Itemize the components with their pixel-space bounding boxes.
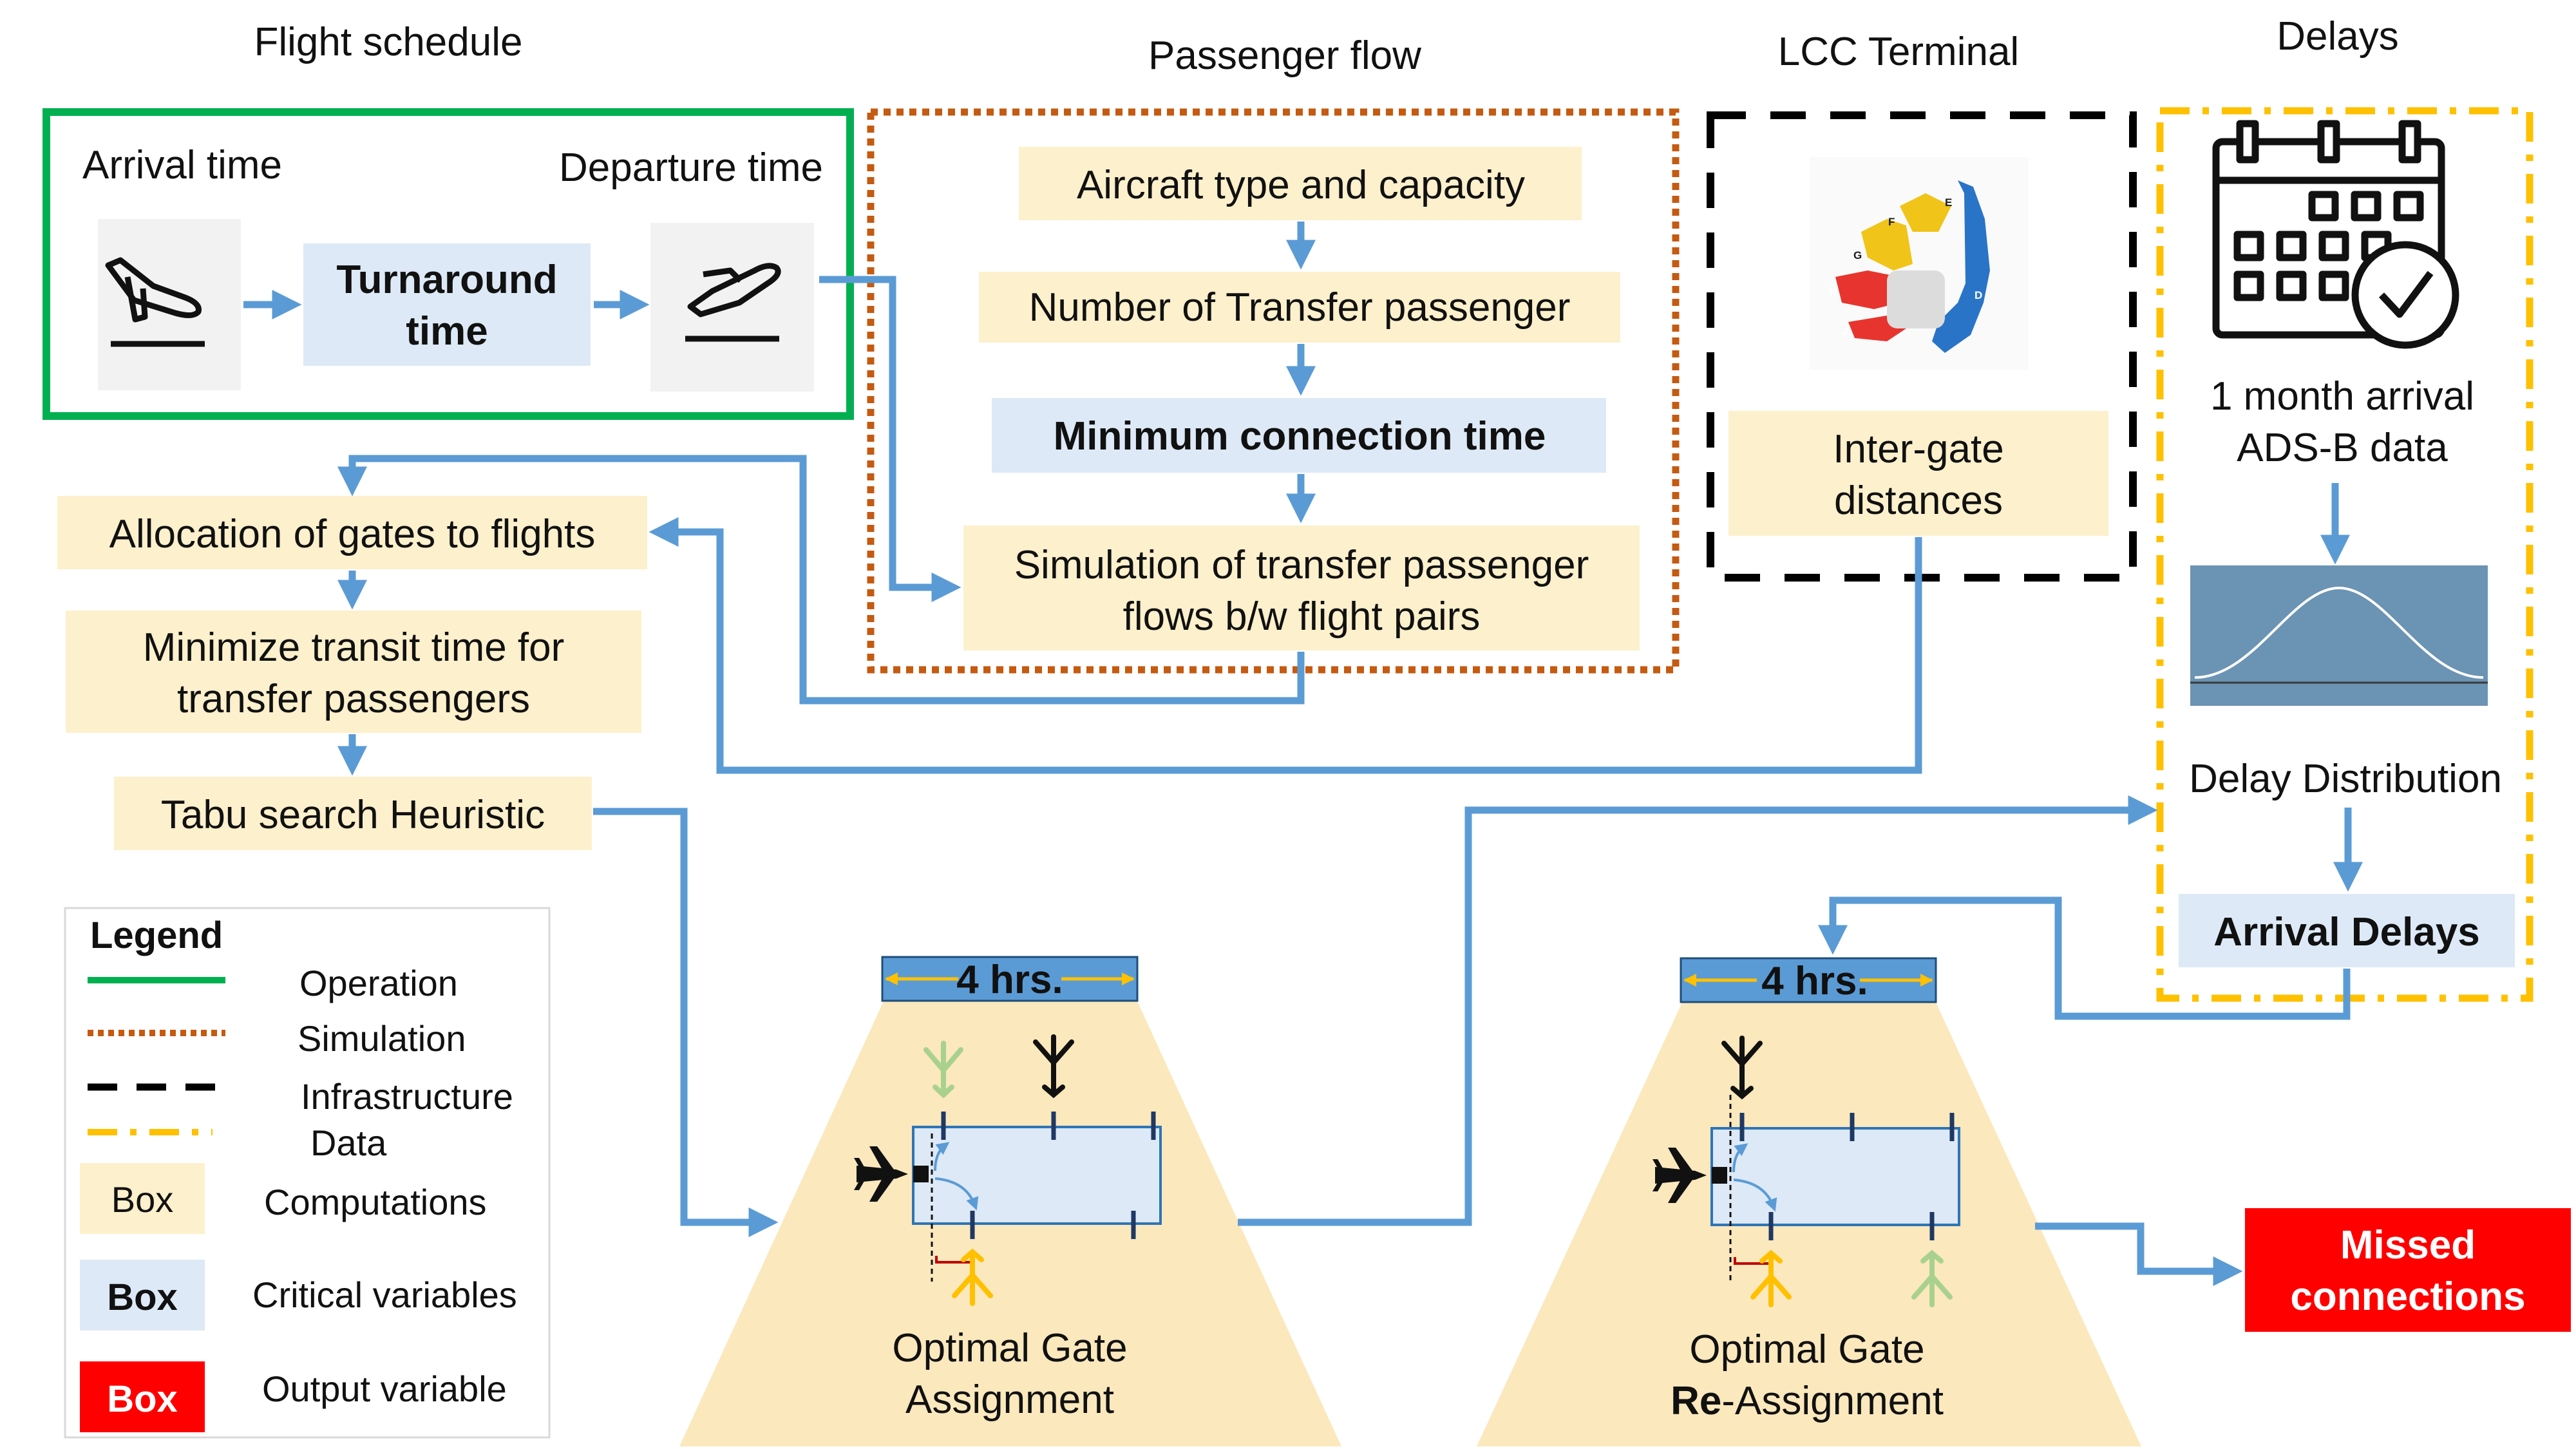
- legend-output-label: Output variable: [262, 1368, 507, 1409]
- missed-connections-box: [2245, 1208, 2571, 1332]
- arriving-aircraft-icon-2: [1653, 1148, 1707, 1203]
- assignment-title-line2: Assignment: [905, 1378, 1114, 1422]
- arrow-distances-to-allocation: [649, 516, 1922, 774]
- reassignment-title-line2: Re-Assignment: [1671, 1379, 1944, 1423]
- missed-connections-line2: connections: [2290, 1274, 2525, 1319]
- passenger-flow-frame: [867, 108, 1680, 674]
- legend-data-label: Data: [310, 1122, 387, 1163]
- delay-distribution-label: Delay Distribution: [2189, 757, 2502, 801]
- header-lcc-terminal: LCC Terminal: [1778, 30, 2019, 74]
- legend-computations-box-word: Box: [111, 1179, 174, 1220]
- legend-computations-label: Computations: [264, 1182, 487, 1222]
- optimal-gate-assignment-panel: 4 hrs.: [679, 956, 1341, 1446]
- parked-aircraft-icon-black-2: [1721, 1036, 1763, 1100]
- arrival-delays-label: Arrival Delays: [2213, 910, 2480, 954]
- flight-schedule-frame: [43, 108, 854, 420]
- legend-simulation-label: Simulation: [298, 1018, 466, 1059]
- arrow-departure-to-simulation: [819, 276, 961, 603]
- turnaround-line2: time: [406, 309, 488, 354]
- turnaround-time-box: [303, 243, 591, 366]
- reassignment-title-line1: Optimal Gate: [1689, 1327, 1924, 1372]
- transfer-passenger-label: Number of Transfer passenger: [1029, 285, 1571, 330]
- delay-distribution-chart: [2190, 565, 2488, 706]
- parked-aircraft-icon-black: [1033, 1034, 1074, 1099]
- tabu-search-box: [114, 777, 592, 850]
- allocation-label: Allocation of gates to flights: [109, 512, 596, 556]
- header-flight-schedule: Flight schedule: [254, 20, 522, 64]
- reassignment-title-rest: -Assignment: [1721, 1379, 1944, 1423]
- reassignment-title-bold: Re: [1671, 1379, 1721, 1423]
- map-label-g: G: [1853, 249, 1862, 261]
- legend-output-box-word: Box: [107, 1378, 178, 1420]
- simulation-line1: Simulation of transfer passenger: [1014, 543, 1589, 587]
- arrival-time-label: Arrival time: [82, 143, 282, 187]
- minimize-line2: transfer passengers: [177, 677, 530, 721]
- legend-critical-swatch: [80, 1260, 205, 1331]
- ads-b-line1: 1 month arrival: [2210, 374, 2474, 419]
- aircraft-type-label: Aircraft type and capacity: [1077, 163, 1525, 207]
- arrow-tabu-to-assignment: [593, 808, 779, 1238]
- map-label-h: H: [1829, 285, 1837, 298]
- header-passenger-flow: Passenger flow: [1148, 33, 1421, 78]
- allocation-box: [57, 496, 647, 569]
- legend-operation-label: Operation: [299, 963, 458, 1003]
- map-label-e: E: [1945, 196, 1952, 209]
- optimal-gate-reassignment-panel: 4 hrs.: [1477, 957, 2141, 1446]
- missed-connections-line1: Missed: [2340, 1223, 2476, 1267]
- header-delays: Delays: [2277, 14, 2399, 59]
- map-label-d: D: [1975, 289, 1982, 301]
- arrow-assignment-to-delays: [1238, 795, 2158, 1226]
- turnaround-line1: Turnaround: [336, 258, 557, 302]
- min-connection-label: Minimum connection time: [1054, 414, 1546, 459]
- calendar-check-icon: [2212, 120, 2459, 349]
- arrow-reassignment-to-missed: [2035, 1222, 2243, 1287]
- aircraft-type-box: [1019, 147, 1582, 220]
- reassignment-window-label: 4 hrs.: [1761, 959, 1868, 1003]
- legend-critical-box-word: Box: [107, 1276, 178, 1318]
- arrow-simulation-to-allocation: [337, 455, 1305, 705]
- legend-title: Legend: [90, 914, 223, 956]
- connector-arrows: [243, 222, 2363, 1287]
- parked-aircraft-icon-orange: [952, 1248, 993, 1306]
- terminal-map-icon: E F G H J D: [1810, 157, 2029, 370]
- ads-b-line2: ADS-B data: [2237, 426, 2448, 470]
- inter-gate-distances-box: [1728, 411, 2108, 536]
- inter-gate-line1: Inter-gate: [1833, 427, 2003, 471]
- map-label-j: J: [1842, 325, 1848, 337]
- legend-critical-label: Critical variables: [252, 1274, 517, 1315]
- legend-infrastructure-label: Infrastructure: [301, 1076, 513, 1117]
- arrow-arrival-to-reassignment: [1817, 896, 2351, 1020]
- legend-output-swatch: [80, 1361, 205, 1432]
- minimize-line1: Minimize transit time for: [143, 625, 565, 670]
- arriving-aircraft-icon: [854, 1146, 908, 1202]
- parked-aircraft-icon-green-2: [1911, 1249, 1953, 1307]
- simulation-line2: flows b/w flight pairs: [1123, 594, 1481, 639]
- legend: Legend Operation Simulation Infrastructu…: [64, 907, 551, 1439]
- takeoff-plane-icon: [650, 223, 814, 392]
- tabu-search-label: Tabu search Heuristic: [161, 793, 545, 837]
- arrival-delays-box: [2179, 894, 2515, 967]
- min-connection-box: [992, 398, 1606, 473]
- departure-time-label: Departure time: [559, 146, 823, 190]
- parked-aircraft-icon-green: [923, 1041, 963, 1099]
- assignment-title-line1: Optimal Gate: [892, 1326, 1127, 1370]
- minimize-transit-box: [66, 611, 641, 733]
- inter-gate-line2: distances: [1834, 478, 2003, 523]
- assignment-window-label: 4 hrs.: [956, 958, 1063, 1002]
- parked-aircraft-icon-orange-2: [1750, 1249, 1792, 1307]
- transfer-passenger-box: [979, 272, 1620, 343]
- landing-plane-icon: [98, 219, 241, 390]
- map-label-f: F: [1888, 216, 1895, 228]
- legend-computations-swatch: [80, 1163, 205, 1234]
- simulation-box: [963, 526, 1640, 650]
